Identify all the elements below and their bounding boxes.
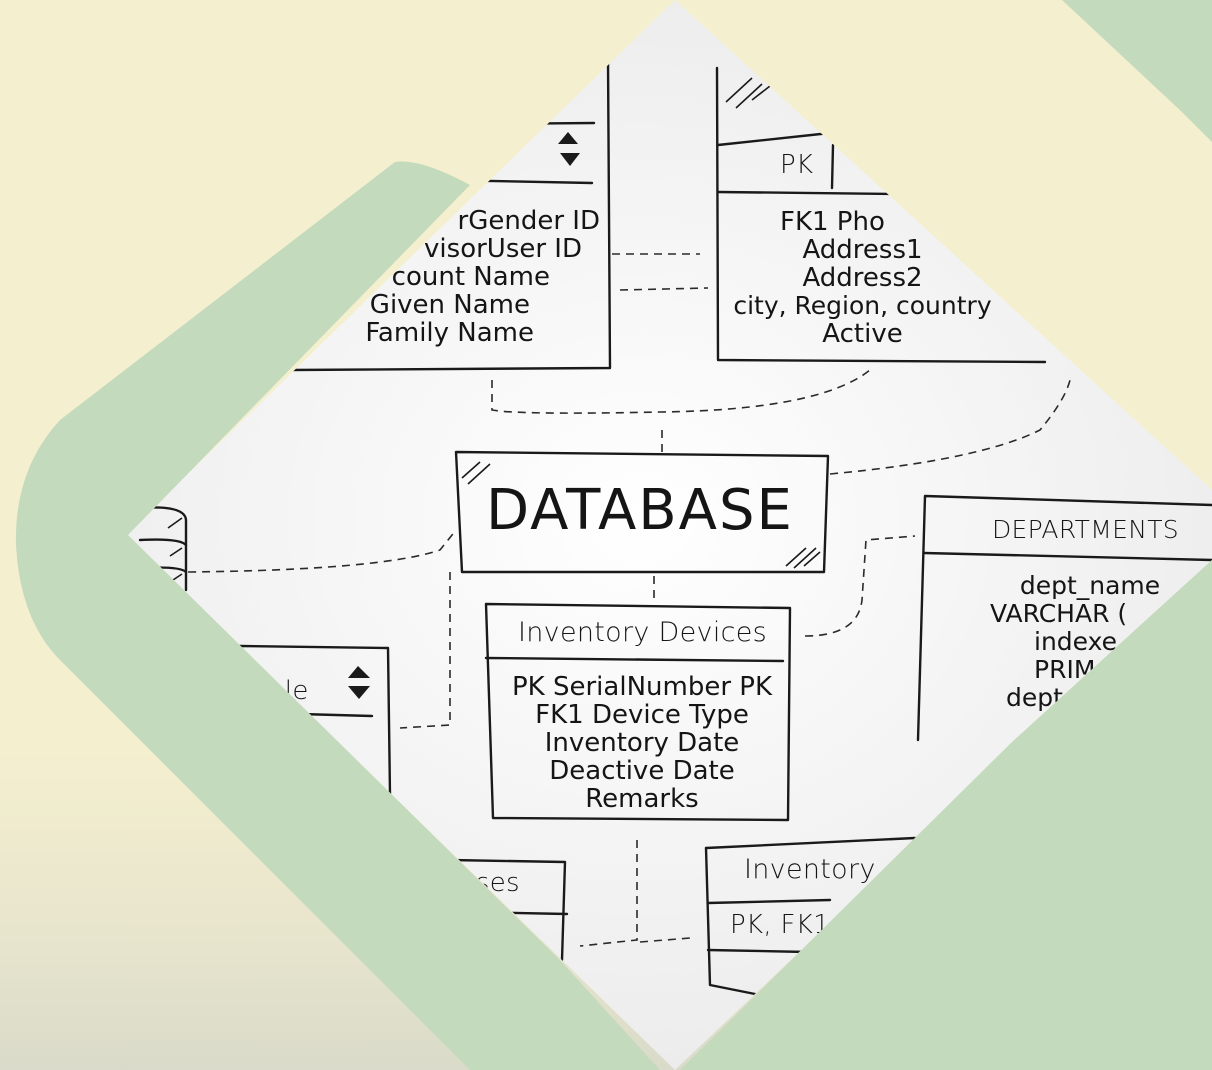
departments-fields: dept_name VARCHAR ( indexe PRIM dept (990, 572, 1190, 712)
department-field: PRIM (1034, 655, 1096, 684)
departments-title: DEPARTMENTS (992, 515, 1179, 544)
department-field: dept (1006, 683, 1063, 712)
database-title: DATABASE (486, 478, 794, 543)
department-field: dept_name (1019, 571, 1161, 600)
user-field: visorUser ID (424, 234, 582, 264)
left-table-title: ble (268, 676, 309, 706)
user-table-fields: rGender ID visorUser ID count Name Given… (350, 207, 600, 347)
address-pk-label: PK (780, 150, 814, 180)
user-field: count Name (391, 262, 550, 292)
address-table-box (715, 66, 1047, 364)
address-field: Active (822, 319, 903, 349)
address-field: Address1 (802, 235, 923, 265)
inventory-bottom-title: Inventory (744, 854, 876, 885)
department-field: indexe (1034, 627, 1118, 656)
inventory-devices-title: Inventory Devices (518, 617, 768, 648)
department-field: VARCHAR ( (990, 599, 1128, 628)
inventory-field: FK1 Device Type (535, 700, 749, 730)
address-table-fields: FK1 Pho Address1 Address2 city, Region, … (725, 208, 1000, 348)
inventory-bottom-field: PK, FK1 (730, 910, 830, 940)
green-corner-shape (1060, 0, 1212, 190)
inventory-field: Deactive Date (549, 756, 735, 786)
inventory-field: Inventory Date (544, 728, 740, 758)
address-field: city, Region, country (733, 291, 992, 320)
inventory-devices-fields: PK SerialNumber PK FK1 Device Type Inven… (492, 673, 792, 813)
user-field: rGender ID (457, 206, 600, 236)
user-field: Family Name (365, 318, 534, 348)
inventory-field: Remarks (585, 784, 699, 814)
address-field: Address2 (802, 263, 923, 293)
address-field: FK1 Pho (780, 207, 885, 237)
cylinder-shape (138, 506, 188, 592)
user-field: Given Name (369, 290, 530, 320)
inventory-field: PK SerialNumber PK (512, 672, 772, 702)
